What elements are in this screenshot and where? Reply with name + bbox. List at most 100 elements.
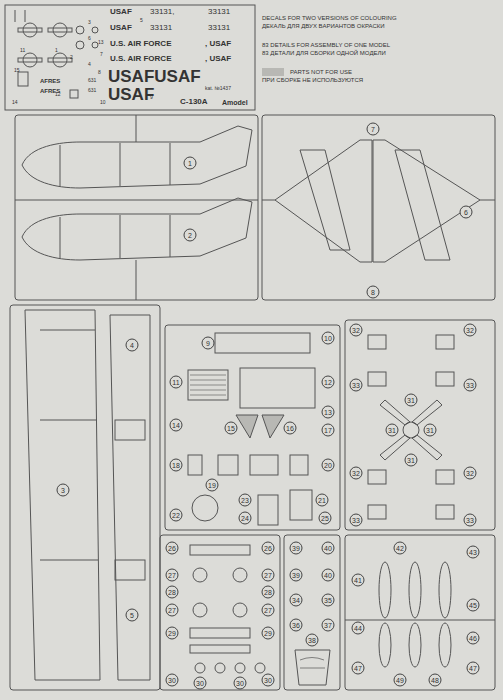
callout-number: 10 <box>322 332 335 345</box>
sprue-frame <box>262 115 495 300</box>
callout-number: 39 <box>290 569 303 582</box>
callout-number: 12 <box>322 376 335 389</box>
callout-number: 22 <box>170 509 183 522</box>
decal-text: USAFUSAF <box>108 68 201 85</box>
callout-number: 37 <box>322 619 335 632</box>
decal-text: U.S. AIR FORCE <box>110 40 171 48</box>
callout-number: 28 <box>262 586 275 599</box>
decal-text: USAF <box>108 86 154 103</box>
callout-number: 28 <box>166 586 179 599</box>
decal-text: 13 <box>98 40 104 45</box>
callout-number: 38 <box>306 634 319 647</box>
callout-number: 49 <box>394 674 407 687</box>
callout-number: 45 <box>467 599 480 612</box>
callout-number: 30 <box>194 677 207 690</box>
decal-text: , USAF <box>205 55 231 63</box>
decal-text: 2 <box>70 55 73 60</box>
decal-text: 33131 <box>208 8 230 16</box>
decal-text: 7 <box>100 52 103 57</box>
callout-number: 31 <box>405 394 418 407</box>
callout-number: 40 <box>322 569 335 582</box>
callout-number: 44 <box>352 622 365 635</box>
callout-number: 8 <box>367 286 380 299</box>
callout-number: 39 <box>290 542 303 555</box>
decal-text: kat. №1437 <box>205 86 231 91</box>
decal-text: 33131, <box>150 8 174 16</box>
decal-text: 11 <box>20 48 25 53</box>
decal-text: C-130A <box>180 98 208 106</box>
callout-number: 24 <box>239 512 252 525</box>
sprue-frame <box>165 325 340 530</box>
callout-number: 26 <box>262 542 275 555</box>
callout-number: 17 <box>322 424 335 437</box>
callout-number: 2 <box>184 229 197 242</box>
sprue-frame <box>160 535 280 690</box>
decal-text: AFRES <box>40 78 60 84</box>
decal-text: 631 <box>88 88 96 93</box>
decal-text: 33131 <box>208 24 230 32</box>
callout-number: 47 <box>467 662 480 675</box>
sprue-frame <box>10 305 160 690</box>
callout-number: 33 <box>464 514 477 527</box>
sprue-frame <box>284 535 340 690</box>
decal-text: ДЕКАЛЬ ДЛЯ ДВУХ ВАРИАНТОВ ОКРАСКИ <box>262 23 385 29</box>
callout-number: 43 <box>467 546 480 559</box>
decal-text: 5 <box>140 18 143 23</box>
decal-text: 83 DETAILS FOR ASSEMBLY OF ONE MODEL <box>262 42 390 48</box>
legend-text: PARTS NOT FOR USE <box>290 69 352 75</box>
decal-text: 12 <box>55 92 61 97</box>
callout-number: 41 <box>352 574 365 587</box>
callout-number: 35 <box>322 594 335 607</box>
callout-number: 11 <box>170 376 183 389</box>
decal-sheet <box>5 5 255 110</box>
callout-number: 27 <box>262 604 275 617</box>
callout-number: 7 <box>367 123 380 136</box>
decal-text: USAF <box>110 24 132 32</box>
decal-text: U.S. AIR FORCE <box>110 55 171 63</box>
decal-text: 8 <box>98 70 101 75</box>
sprue-frame <box>15 115 258 300</box>
decal-text: 4 <box>88 62 91 67</box>
callout-number: 15 <box>225 422 238 435</box>
decal-text: Amodel <box>222 99 248 106</box>
callout-number: 30 <box>262 674 275 687</box>
callout-number: 16 <box>284 422 297 435</box>
callout-number: 33 <box>350 379 363 392</box>
callout-number: 30 <box>166 674 179 687</box>
callout-number: 32 <box>350 324 363 337</box>
callout-number: 20 <box>322 459 335 472</box>
callout-number: 33 <box>350 514 363 527</box>
callout-number: 32 <box>464 467 477 480</box>
callout-number: 31 <box>424 424 437 437</box>
callout-number: 33 <box>464 379 477 392</box>
callout-number: 36 <box>290 619 303 632</box>
sprue-frame <box>345 320 495 530</box>
callout-number: 21 <box>316 494 329 507</box>
callout-number: 32 <box>464 324 477 337</box>
callout-number: 27 <box>166 569 179 582</box>
decal-text: 631 <box>88 78 96 83</box>
callout-number: 31 <box>386 424 399 437</box>
decal-text: 1 <box>55 48 58 53</box>
callout-number: 3 <box>57 484 70 497</box>
decal-text: 9 <box>150 95 153 100</box>
callout-number: 31 <box>405 454 418 467</box>
decal-text: 3 <box>88 20 91 25</box>
decal-text: 6 <box>88 36 91 41</box>
callout-number: 19 <box>206 479 219 492</box>
decal-text: 14 <box>12 100 18 105</box>
decal-text: , USAF <box>205 40 231 48</box>
callout-number: 27 <box>166 604 179 617</box>
decal-text: 33131 <box>150 24 172 32</box>
callout-number: 5 <box>126 609 139 622</box>
decal-text: ПРИ СБОРКЕ НЕ ИСПОЛЬЗУЮТСЯ <box>262 77 363 83</box>
decal-text: 10 <box>100 100 106 105</box>
callout-number: 23 <box>239 494 252 507</box>
callout-number: 18 <box>170 459 183 472</box>
callout-number: 6 <box>460 206 473 219</box>
decal-text: 83 ДЕТАЛИ ДЛЯ СБОРКИ ОДНОЙ МОДЕЛИ <box>262 50 386 56</box>
callout-number: 13 <box>322 406 335 419</box>
sprue-frame <box>345 535 495 690</box>
callout-number: 14 <box>170 419 183 432</box>
callout-number: 29 <box>262 627 275 640</box>
